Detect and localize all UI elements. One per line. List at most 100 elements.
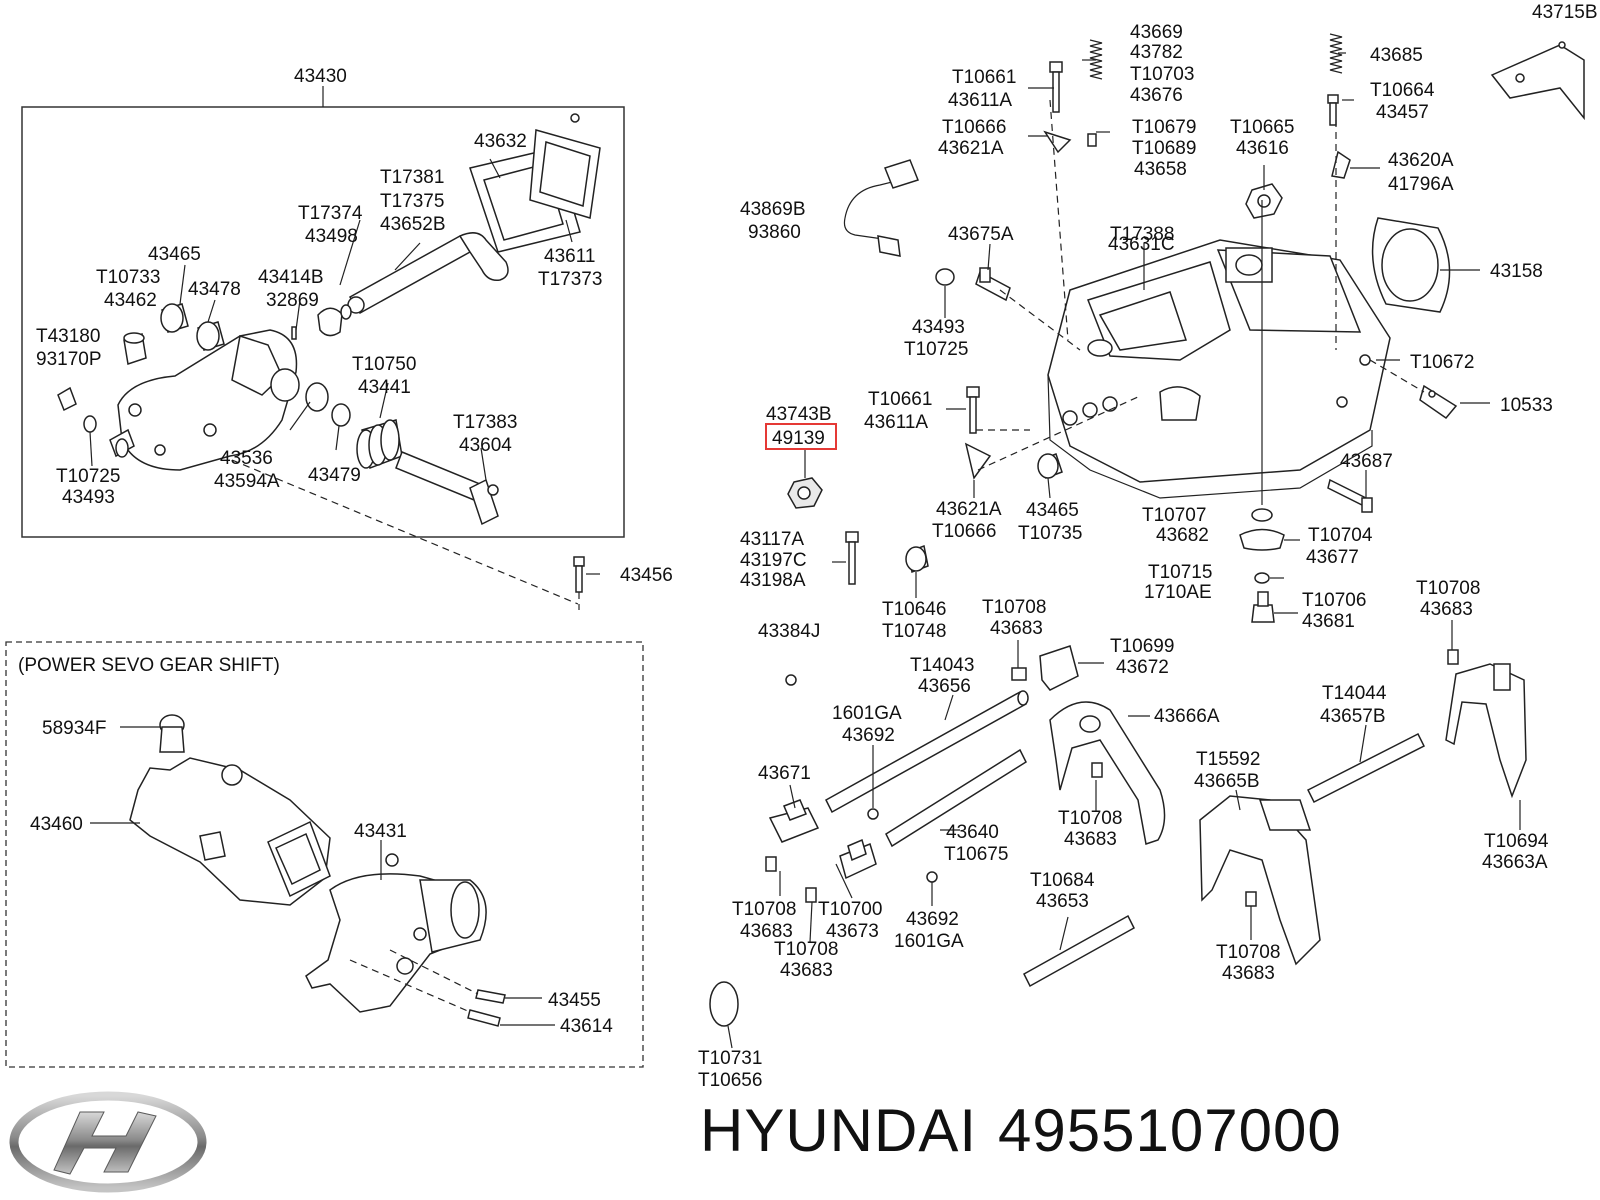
part-label: T10672 bbox=[1410, 352, 1474, 373]
shift-rod-part bbox=[825, 690, 1426, 988]
part-label: T17375 bbox=[380, 191, 444, 212]
part-label: 43620A bbox=[1388, 150, 1454, 171]
part-label: 43675A bbox=[948, 224, 1014, 245]
part-label: 43384J bbox=[758, 621, 820, 642]
part-label: T10646 bbox=[882, 599, 946, 620]
bolt-part bbox=[1327, 478, 1373, 513]
bracket-part bbox=[964, 442, 992, 480]
part-label: T10661 bbox=[868, 389, 932, 410]
part-label: 43692 bbox=[842, 725, 895, 746]
part-label: T10666 bbox=[932, 521, 996, 542]
part-label: 43683 bbox=[1222, 963, 1275, 984]
part-label: T10733 bbox=[96, 267, 160, 288]
part-label: T17381 bbox=[380, 167, 444, 188]
detent-parts bbox=[1239, 508, 1285, 623]
part-label: 43493 bbox=[912, 317, 965, 338]
part-label: 43683 bbox=[990, 618, 1043, 639]
part-label: 43493 bbox=[62, 487, 115, 508]
part-label: 43657B bbox=[1320, 706, 1386, 727]
part-label: 43669 bbox=[1130, 22, 1183, 43]
sensor-part bbox=[843, 159, 919, 257]
part-labels: 43430 43632 T17381 T17375 43652B T17374 … bbox=[18, 2, 1598, 1091]
part-label: T10707 bbox=[1142, 505, 1206, 526]
part-label: T10748 bbox=[882, 621, 946, 642]
part-label: T14044 bbox=[1322, 683, 1387, 704]
part-label: 43158 bbox=[1490, 261, 1543, 282]
part-label: T10664 bbox=[1370, 80, 1435, 101]
part-label: 43683 bbox=[1064, 829, 1117, 850]
ball-part bbox=[926, 871, 938, 883]
ring-part bbox=[331, 403, 351, 427]
part-label: T10684 bbox=[1030, 870, 1095, 891]
part-label: 32869 bbox=[266, 290, 319, 311]
transmission-case-part bbox=[1047, 239, 1391, 499]
part-label: T10731 bbox=[698, 1048, 762, 1069]
part-label: 43611 bbox=[544, 246, 595, 267]
part-label: 43656 bbox=[918, 676, 971, 697]
block-part bbox=[1039, 645, 1079, 691]
part-label: 43621A bbox=[936, 499, 1002, 520]
part-label: 43594A bbox=[214, 471, 280, 492]
part-label: 43653 bbox=[1036, 891, 1089, 912]
part-label: 43665B bbox=[1194, 771, 1260, 792]
part-label: 43478 bbox=[188, 279, 241, 300]
hyundai-logo bbox=[9, 1091, 207, 1193]
small-parts-top bbox=[1043, 41, 1585, 219]
plug-part bbox=[57, 332, 147, 412]
part-label: 43621A bbox=[938, 138, 1004, 159]
part-label: T10750 bbox=[352, 354, 416, 375]
bushing-part bbox=[160, 303, 225, 351]
part-label: 43673 bbox=[826, 921, 879, 942]
servo-cylinder-part bbox=[129, 714, 487, 1013]
part-label: 43457 bbox=[1376, 102, 1429, 123]
part-label: 43869B bbox=[740, 199, 806, 220]
part-label: 43414B bbox=[258, 267, 324, 288]
part-label: T10689 bbox=[1132, 138, 1196, 159]
part-label: 43117A bbox=[740, 529, 804, 550]
part-label: 43536 bbox=[220, 448, 273, 469]
part-label: 43715B bbox=[1532, 2, 1598, 23]
part-label: 43631C bbox=[1108, 234, 1175, 255]
part-label: 43431 bbox=[354, 821, 407, 842]
part-label: T17383 bbox=[453, 412, 517, 433]
part-label: 43681 bbox=[1302, 611, 1355, 632]
part-label: 43198A bbox=[740, 570, 806, 591]
nut-part bbox=[787, 477, 823, 509]
part-label: T10706 bbox=[1302, 590, 1366, 611]
highlight-box bbox=[765, 423, 837, 450]
part-label: 10533 bbox=[1500, 395, 1553, 416]
part-label: 43455 bbox=[548, 990, 601, 1011]
ball-part bbox=[867, 808, 879, 820]
part-label: 43611A bbox=[948, 90, 1012, 111]
gasket-part bbox=[469, 113, 601, 253]
part-label: 43460 bbox=[30, 814, 83, 835]
part-label: 43743B bbox=[766, 404, 832, 425]
part-label: T10725 bbox=[904, 339, 968, 360]
part-label: T17374 bbox=[298, 203, 363, 224]
pin-part bbox=[1419, 384, 1458, 420]
part-label: 43658 bbox=[1134, 159, 1187, 180]
leader-lines-right bbox=[727, 52, 1521, 1049]
cover-part bbox=[1371, 217, 1451, 313]
part-label: T10665 bbox=[1230, 117, 1294, 138]
part-label: 43614 bbox=[560, 1016, 613, 1037]
part-label: T17388 bbox=[1110, 224, 1174, 245]
part-label: T10700 bbox=[818, 899, 882, 920]
part-label: 58934F bbox=[42, 718, 106, 739]
part-label: T10656 bbox=[698, 1070, 762, 1091]
part-label: T10708 bbox=[982, 597, 1046, 618]
part-label: 43677 bbox=[1306, 547, 1359, 568]
part-label: 43498 bbox=[305, 226, 358, 247]
part-label: 43465 bbox=[1026, 500, 1079, 521]
part-label: T10694 bbox=[1484, 831, 1549, 852]
part-label: 43652B bbox=[380, 214, 446, 235]
part-label: T10679 bbox=[1132, 117, 1196, 138]
spring-part bbox=[1089, 33, 1343, 80]
part-label: 43632 bbox=[474, 131, 527, 152]
part-label: 43672 bbox=[1116, 657, 1169, 678]
part-label: 43683 bbox=[1420, 599, 1473, 620]
highlighted-part-label: 49139 bbox=[772, 428, 825, 449]
shift-housing-part bbox=[109, 329, 300, 471]
part-label: 43663A bbox=[1482, 852, 1548, 873]
